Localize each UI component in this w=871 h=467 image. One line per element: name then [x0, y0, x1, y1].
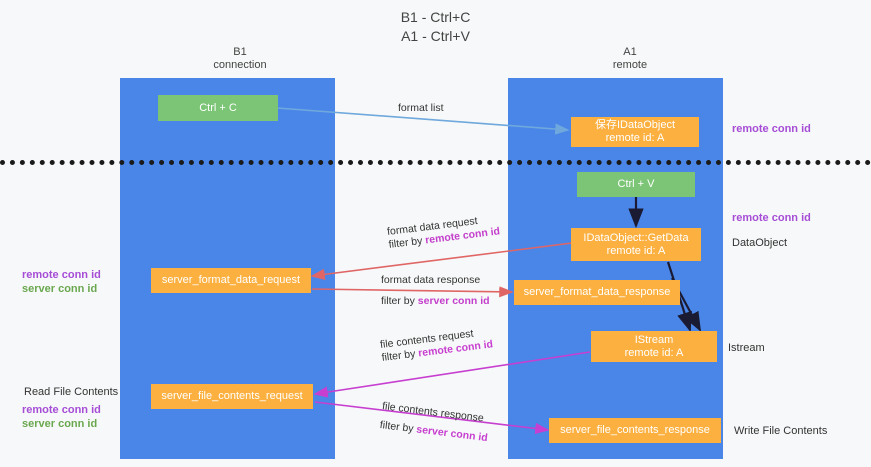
annotation-istream-text: Istream [728, 342, 765, 354]
lane-b1-sub: connection [213, 59, 267, 71]
annotation-left-remote-conn-id-bottom: remote conn id [22, 404, 101, 416]
node-format-data-response-label: server_format_data_response [523, 286, 671, 298]
annotation-remote-conn-id-mid-text: remote conn id [732, 212, 811, 224]
node-file-contents-response-label: server_file_contents_response [560, 424, 710, 436]
lane-a1-name: A1 [623, 46, 637, 58]
annotation-left-conn-ids-mid: remote conn id server conn id [22, 268, 101, 296]
node-dataobject-top[interactable]: 保存IDataObject remote id: A [571, 117, 699, 147]
annotation-read-file-contents-text: Read File Contents [24, 386, 119, 398]
node-file-contents-request[interactable]: server_file_contents_request [151, 384, 313, 409]
annotation-write-file-contents: Write File Contents [734, 424, 827, 438]
annotation-left-remote-conn-id-mid: remote conn id [22, 269, 101, 281]
node-ctrl-c[interactable]: Ctrl + C [158, 95, 278, 121]
node-file-contents-response[interactable]: server_file_contents_response [549, 418, 721, 443]
annotation-remote-conn-id-top: remote conn id [732, 122, 811, 136]
node-ctrl-v[interactable]: Ctrl + V [577, 172, 695, 197]
node-getdata-label: IDataObject::GetData [583, 231, 689, 244]
title-line-2: A1 - Ctrl+V [401, 28, 470, 44]
annotation-dataobject: DataObject [732, 236, 787, 250]
lane-b1-name: B1 [233, 46, 247, 58]
node-file-contents-request-label: server_file_contents_request [161, 390, 303, 402]
node-format-data-response[interactable]: server_format_data_response [514, 280, 680, 305]
annotation-remote-conn-id-mid: remote conn id [732, 211, 811, 225]
edge-label-file-contents-request: file contents request filter by remote c… [379, 325, 493, 364]
node-istream-sublabel: remote id: A [624, 346, 684, 359]
edge-format-list-text: format list [398, 102, 444, 114]
annotation-remote-conn-id-top-text: remote conn id [732, 123, 811, 135]
edge-label-file-contents-response: file contents response filter by server … [379, 400, 491, 445]
annotation-left-server-conn-id-bottom: server conn id [22, 418, 98, 430]
node-ctrl-c-label: Ctrl + C [199, 101, 237, 114]
page-title: B1 - Ctrl+C A1 - Ctrl+V [0, 8, 871, 46]
title-line-1: B1 - Ctrl+C [400, 9, 471, 25]
edge-fcresp-filter-prefix: filter by [379, 418, 418, 436]
edge-fcresp-filter-key: server conn id [415, 423, 489, 445]
edge-label-format-list: format list [398, 102, 444, 115]
annotation-dataobject-text: DataObject [732, 237, 788, 249]
node-dataobject-top-label: 保存IDataObject [594, 119, 676, 131]
annotation-left-conn-ids-bottom: remote conn id server conn id [22, 403, 101, 431]
annotation-read-file-contents: Read File Contents [24, 385, 118, 399]
node-format-data-request[interactable]: server_format_data_request [151, 268, 311, 293]
node-dataobject-top-sublabel: remote id: A [605, 132, 665, 144]
annotation-left-server-conn-id-mid: server conn id [22, 283, 98, 295]
lane-header-b1: B1 connection [150, 46, 330, 72]
node-getdata[interactable]: IDataObject::GetData remote id: A [571, 228, 701, 261]
edge-format-data-response-line2: filter by server conn id [381, 295, 490, 308]
edge-fdresp-filter-prefix: filter by [381, 295, 418, 307]
node-format-data-request-label: server_format_data_request [161, 274, 301, 286]
lane-a1-sub: remote [612, 59, 648, 71]
edge-format-data-response-line1: format data response [381, 274, 481, 286]
annotation-write-file-contents-text: Write File Contents [734, 425, 828, 437]
node-getdata-sublabel: remote id: A [606, 244, 666, 257]
edge-label-format-data-request: format data request filter by remote con… [386, 212, 500, 251]
edge-fdresp-filter-key: server conn id [417, 295, 490, 307]
section-divider [0, 160, 871, 165]
node-ctrl-v-label: Ctrl + V [617, 178, 655, 190]
lane-header-a1: A1 remote [540, 46, 720, 72]
node-istream-label: IStream [634, 333, 674, 346]
annotation-istream: Istream [728, 341, 765, 355]
node-istream[interactable]: IStream remote id: A [591, 331, 717, 362]
edge-label-format-data-response: format data response filter by server co… [381, 274, 490, 308]
